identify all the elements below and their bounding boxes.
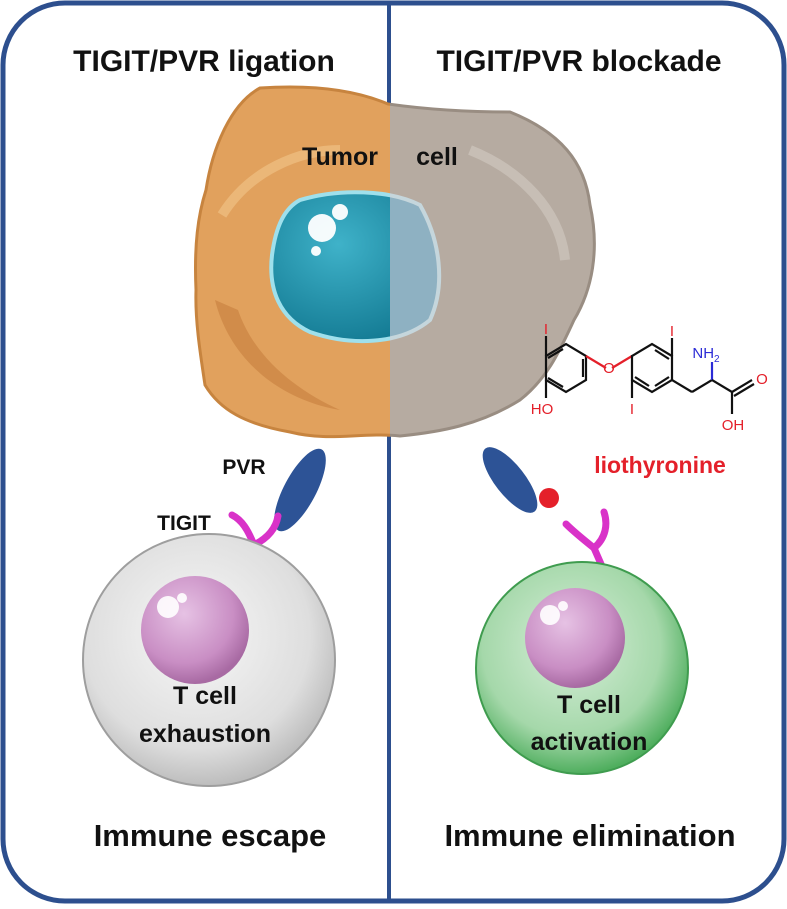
t-cell-exhausted-line1: T cell	[173, 682, 237, 710]
right-panel-title: TIGIT/PVR blockade	[436, 45, 721, 78]
t-cell-activated-line1: T cell	[557, 691, 621, 719]
pvr-receptor-left	[274, 448, 326, 532]
atom-hydroxyl: HO	[531, 401, 554, 418]
tumor-label-left: Tumor	[302, 143, 378, 171]
tumor-nucleus-left	[269, 190, 390, 344]
tumor-nucleus-right	[390, 193, 442, 341]
tigit-label: TIGIT	[157, 512, 211, 535]
atom-iodine-2: I	[670, 323, 674, 340]
left-outcome: Immune escape	[94, 818, 327, 853]
atom-carbonyl-oxygen: O	[756, 371, 768, 388]
pvr-receptor-right	[482, 447, 538, 513]
tumor-cell	[193, 85, 596, 439]
liothyronine-dot	[539, 488, 559, 508]
tumor-cell-right-half	[390, 102, 596, 438]
t-cell-exhausted-line2: exhaustion	[139, 720, 271, 748]
atom-iodine-1: I	[544, 321, 548, 338]
right-outcome: Immune elimination	[444, 818, 735, 853]
tumor-label-right: cell	[416, 143, 458, 171]
left-panel-title: TIGIT/PVR ligation	[73, 45, 335, 78]
atom-amine: NH2	[692, 345, 720, 365]
t-cell-activated-line2: activation	[531, 728, 648, 756]
atom-ether-oxygen: O	[603, 360, 615, 377]
pvr-label: PVR	[222, 456, 265, 479]
t-cell-exhausted	[82, 533, 336, 787]
drug-label: liothyronine	[594, 452, 726, 478]
t-cell-activated	[475, 561, 689, 775]
liothyronine-atom-labels: I I I O HO NH2 O OH	[531, 321, 768, 434]
atom-acid-oh: OH	[722, 417, 745, 434]
atom-iodine-3: I	[630, 401, 634, 418]
liothyronine-structure	[544, 336, 755, 414]
